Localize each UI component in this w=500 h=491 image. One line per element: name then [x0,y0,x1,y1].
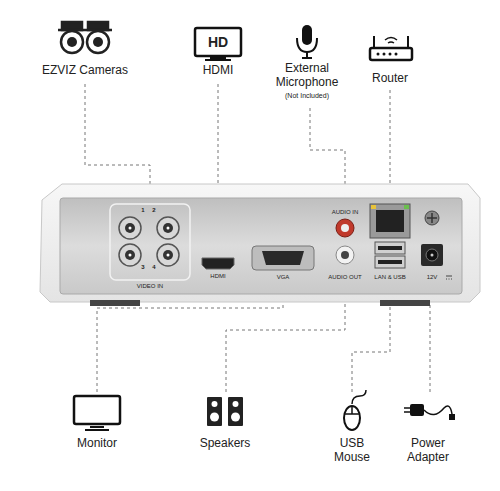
port-label: LAN & USB [374,274,405,281]
port-label: AUDIO IN [332,209,359,216]
device-label: Monitor [77,437,117,451]
port-label: 12V [427,274,438,281]
channel-number: 1 [141,207,144,214]
device-label: EZVIZ Cameras [42,64,128,78]
device-label: Speakers [200,437,251,451]
icon-text: HD [208,34,228,50]
port-label: VGA [277,274,290,281]
channel-number: 3 [141,264,144,271]
device-label: External Microphone [271,62,343,90]
port-label: AUDIO OUT [328,274,361,281]
port-label: VIDEO IN [137,283,163,290]
device-label: Power Adapter [400,437,456,465]
note-text: (Not Included) [285,92,329,100]
channel-number: 4 [152,264,155,271]
device-label: HDMI [203,64,234,78]
port-label: HDMI [210,273,225,280]
device-label: Router [372,72,408,86]
channel-number: 2 [152,207,155,214]
device-label: USB Mouse [332,437,372,465]
